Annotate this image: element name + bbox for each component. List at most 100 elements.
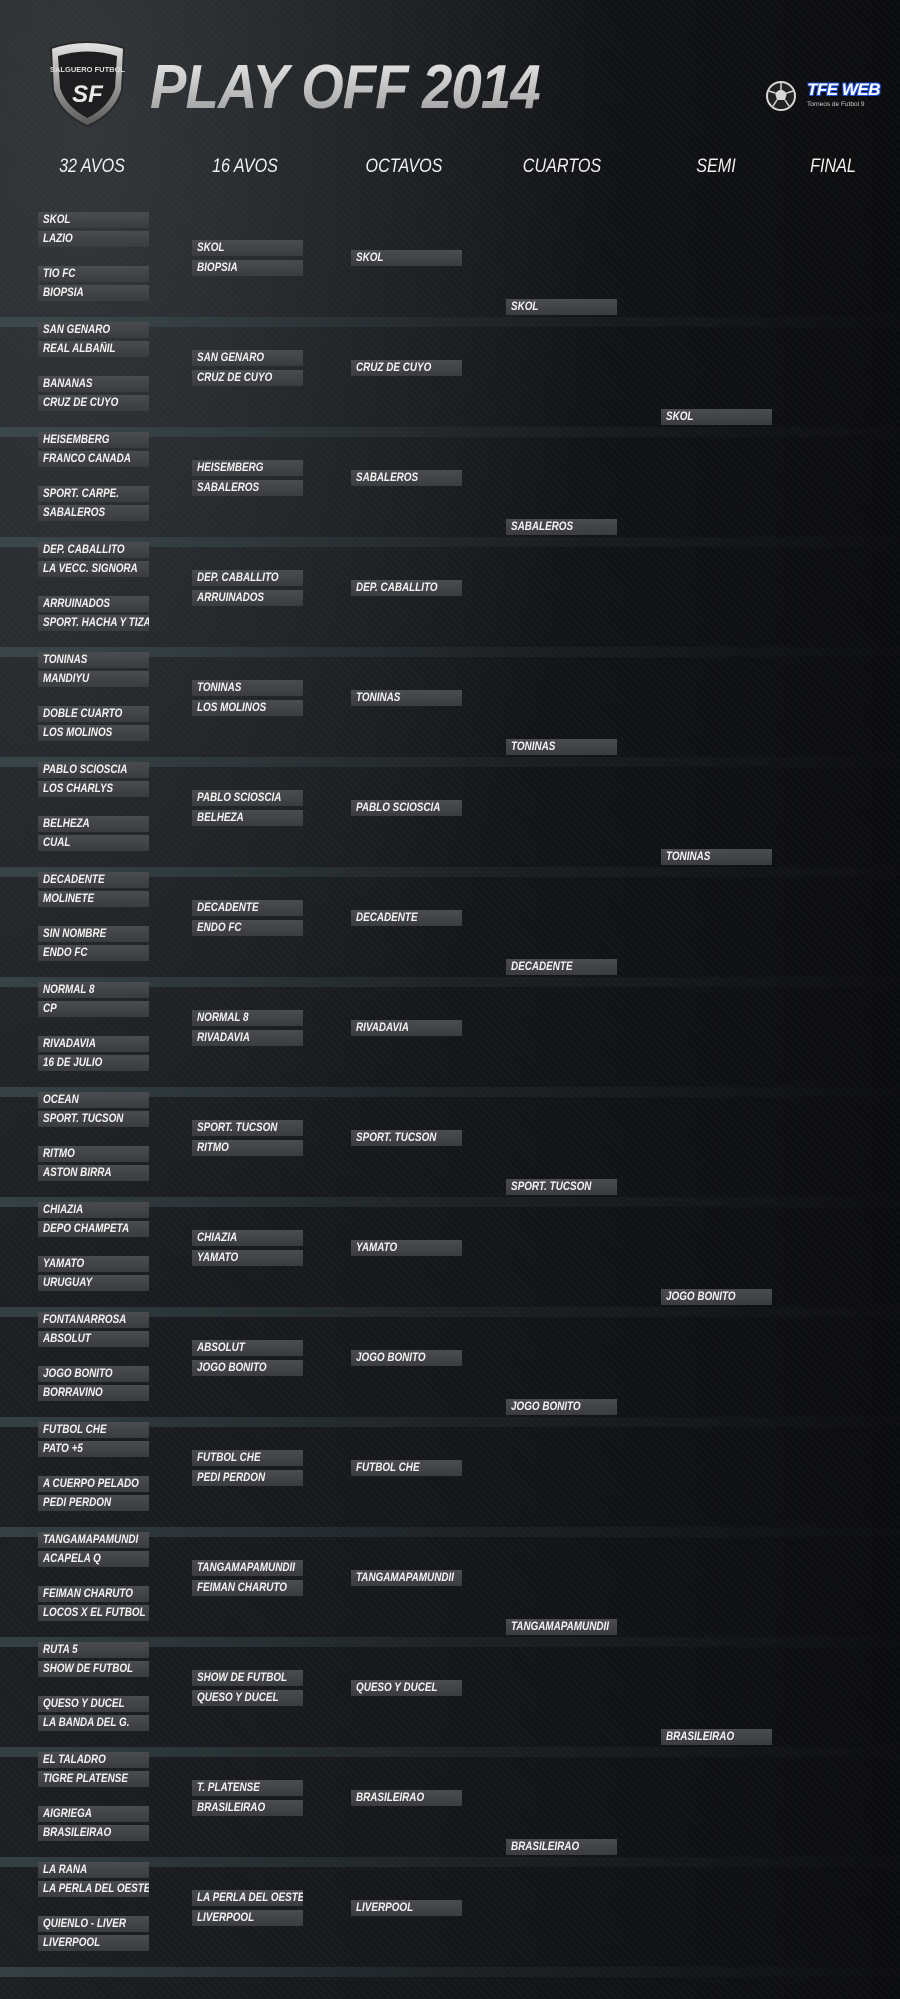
team-slot-r16: JOGO BONITO — [192, 1360, 303, 1376]
team-name: LOS MOLINOS — [43, 727, 113, 739]
team-name: PABLO SCIOSCIA — [43, 764, 128, 776]
team-slot-cuartos: TANGAMAPAMUNDII — [506, 1619, 617, 1635]
team-name: PABLO SCIOSCIA — [197, 792, 282, 804]
team-name: AIGRIEGA — [43, 1808, 92, 1820]
group-separator — [0, 1527, 900, 1537]
team-name: SABALEROS — [511, 521, 574, 533]
team-name: LA VECC. SIGNORA — [43, 563, 138, 575]
team-slot-r16: DEP. CABALLITO — [192, 570, 303, 586]
team-slot-r16: CHIAZIA — [192, 1230, 303, 1246]
team-slot-octavos: FUTBOL CHE — [351, 1460, 462, 1476]
team-slot-r32: FRANCO CANADA — [38, 451, 149, 467]
team-name: SKOL — [43, 214, 71, 226]
team-name: EL TALADRO — [43, 1754, 106, 1766]
team-name: FUTBOL CHE — [43, 1424, 107, 1436]
team-name: CHIAZIA — [197, 1232, 238, 1244]
team-slot-r16: FUTBOL CHE — [192, 1450, 303, 1466]
team-name: URUGUAY — [43, 1277, 93, 1289]
team-name: ASTON BIRRA — [43, 1167, 112, 1179]
group-separator — [0, 1857, 900, 1867]
team-name: SPORT. TUCSON — [511, 1181, 592, 1193]
team-name: JOGO BONITO — [356, 1352, 426, 1364]
team-slot-r16: SABALEROS — [192, 480, 303, 496]
group-separator — [0, 1087, 900, 1097]
team-slot-r32: JOGO BONITO — [38, 1366, 149, 1382]
column-header-semi: SEMI — [696, 156, 736, 177]
team-name: QUIENLO - LIVER — [43, 1918, 126, 1930]
team-slot-r16: SAN GENARO — [192, 350, 303, 366]
team-name: FRANCO CANADA — [43, 453, 131, 465]
team-slot-octavos: CRUZ DE CUYO — [351, 360, 462, 376]
group-separator — [0, 867, 900, 877]
team-slot-r16: SPORT. TUCSON — [192, 1120, 303, 1136]
team-name: A CUERPO PELADO — [43, 1478, 139, 1490]
team-slot-r32: SPORT. CARPE. — [38, 486, 149, 502]
team-name: RIVADAVIA — [356, 1022, 409, 1034]
team-name: TIO FC — [43, 268, 76, 280]
team-name: YAMATO — [197, 1252, 239, 1264]
column-header-cuartos: CUARTOS — [522, 156, 602, 177]
column-header-octavos: OCTAVOS — [365, 156, 443, 177]
team-slot-octavos: TANGAMAPAMUNDII — [351, 1570, 462, 1586]
team-name: OCEAN — [43, 1094, 79, 1106]
team-name: SPORT. TUCSON — [197, 1122, 278, 1134]
team-name: LA PERLA DEL OESTE — [43, 1883, 149, 1895]
team-slot-r16: RITMO — [192, 1140, 303, 1156]
team-slot-r32: FUTBOL CHE — [38, 1422, 149, 1438]
team-slot-r32: SABALEROS — [38, 505, 149, 521]
team-name: 16 DE JULIO — [43, 1057, 103, 1069]
team-name: RUTA 5 — [43, 1644, 78, 1656]
team-name: LIVERPOOL — [43, 1937, 101, 1949]
team-name: TONINAS — [666, 851, 711, 863]
team-name: DEP. CABALLITO — [356, 582, 438, 594]
team-name: SABALEROS — [356, 472, 419, 484]
team-name: SABALEROS — [197, 482, 260, 494]
team-name: BRASILEIRAO — [197, 1802, 266, 1814]
team-slot-r32: ASTON BIRRA — [38, 1165, 149, 1181]
team-name: LA BANDA DEL G. — [43, 1717, 130, 1729]
team-slot-r32: RITMO — [38, 1146, 149, 1162]
team-name: TANGAMAPAMUNDI — [43, 1534, 139, 1546]
team-slot-r32: DEP. CABALLITO — [38, 542, 149, 558]
column-header-final: FINAL — [810, 156, 856, 177]
team-slot-r16: RIVADAVIA — [192, 1030, 303, 1046]
team-name: SIN NOMBRE — [43, 928, 107, 940]
group-separator — [0, 317, 900, 327]
team-slot-r32: MOLINETE — [38, 891, 149, 907]
team-name: SKOL — [666, 411, 694, 423]
column-header-32-avos: 32 AVOS — [59, 156, 125, 177]
team-name: LA RANA — [43, 1864, 88, 1876]
team-slot-r16: TONINAS — [192, 680, 303, 696]
team-name: BRASILEIRAO — [356, 1792, 425, 1804]
team-name: MANDIYU — [43, 673, 90, 685]
team-name: TANGAMAPAMUNDII — [197, 1562, 295, 1574]
team-name: RITMO — [197, 1142, 229, 1154]
team-name: BANANAS — [43, 378, 93, 390]
team-slot-r32: QUESO Y DUCEL — [38, 1696, 149, 1712]
team-name: BIOPSIA — [197, 262, 238, 274]
team-name: T. PLATENSE — [197, 1782, 260, 1794]
team-slot-r32: SHOW DE FUTBOL — [38, 1661, 149, 1677]
team-slot-r32: DOBLE CUARTO — [38, 706, 149, 722]
team-name: ARRUINADOS — [197, 592, 265, 604]
team-slot-octavos: JOGO BONITO — [351, 1350, 462, 1366]
team-name: SKOL — [197, 242, 225, 254]
team-name: SABALEROS — [43, 507, 106, 519]
team-name: PEDI PERDON — [197, 1472, 266, 1484]
team-slot-r32: DECADENTE — [38, 872, 149, 888]
team-slot-r16: DECADENTE — [192, 900, 303, 916]
team-slot-octavos: SPORT. TUCSON — [351, 1130, 462, 1146]
team-slot-r32: RIVADAVIA — [38, 1036, 149, 1052]
team-name: CRUZ DE CUYO — [356, 362, 432, 374]
team-slot-r32: DEPO CHAMPETA — [38, 1221, 149, 1237]
team-slot-r32: HEISEMBERG — [38, 432, 149, 448]
team-name: ABSOLUT — [197, 1342, 245, 1354]
team-name: LAZIO — [43, 233, 73, 245]
team-name: QUESO Y DUCEL — [43, 1698, 125, 1710]
team-name: SPORT. TUCSON — [356, 1132, 437, 1144]
team-name: JOGO BONITO — [197, 1362, 267, 1374]
team-name: DEP. CABALLITO — [197, 572, 279, 584]
team-slot-cuartos: TONINAS — [506, 739, 617, 755]
team-name: SPORT. HACHA Y TIZA — [43, 617, 149, 629]
